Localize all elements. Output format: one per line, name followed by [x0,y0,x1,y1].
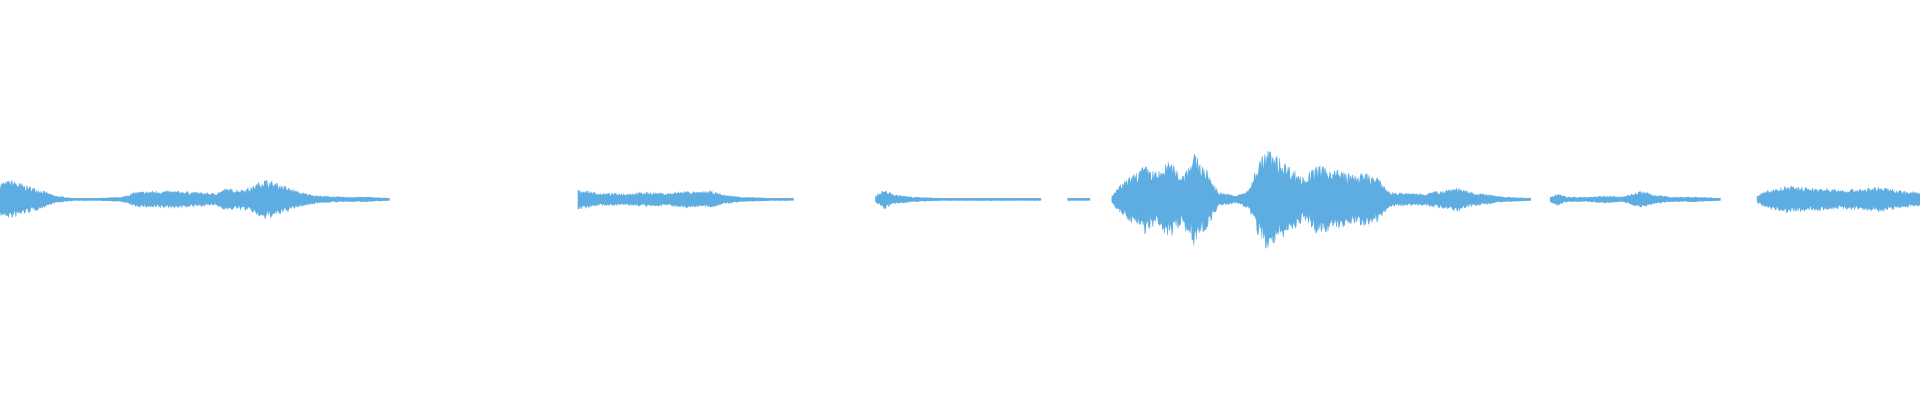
waveform-segment-5[interactable] [1111,150,1531,249]
waveform-segment-1[interactable] [0,179,390,220]
waveform-segment-4[interactable] [1067,197,1091,201]
waveform-segment-3[interactable] [875,190,1042,210]
waveform-segment-7[interactable] [1756,185,1920,214]
waveform-segment-6[interactable] [1549,190,1721,208]
waveform-segment-2[interactable] [577,189,794,210]
